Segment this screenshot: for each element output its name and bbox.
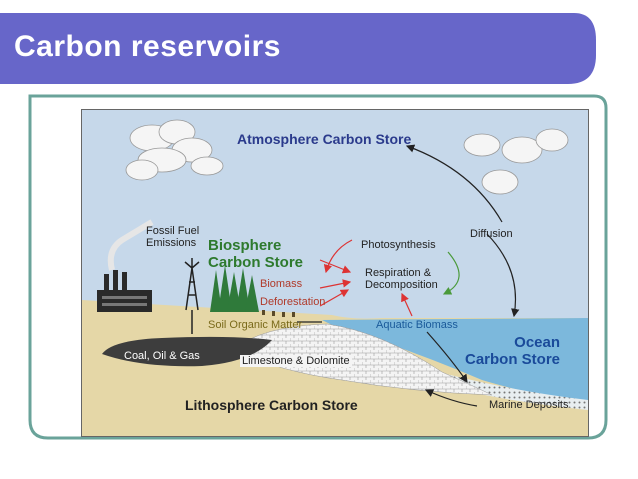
marine-sediment xyxy=(412,365,588,410)
biosphere-label: Biosphere Carbon Store xyxy=(208,237,304,271)
lithosphere-label: Lithosphere Carbon Store xyxy=(185,397,358,413)
forest-icon xyxy=(210,265,259,312)
carbon-diagram: Atmosphere Carbon Store Fossil Fuel Emis… xyxy=(81,109,589,437)
photosynthesis-arrow xyxy=(323,239,353,274)
oil-derrick-icon xyxy=(184,258,200,334)
respiration-label: Respiration & Decomposition xyxy=(365,267,438,292)
marine-arrow xyxy=(424,389,478,407)
ocean-label: Ocean Carbon Store xyxy=(465,334,561,368)
power-plant-icon xyxy=(97,270,152,312)
biomass-arrow xyxy=(319,259,352,274)
deforestation-arrow xyxy=(319,279,352,289)
ocean-photosynthesis-arrow xyxy=(442,251,460,295)
soil-label: Soil Organic Matter xyxy=(208,319,303,331)
diffusion-label: Diffusion xyxy=(470,228,513,240)
limestone-layer xyxy=(231,323,493,396)
limestone-label: Limestone & Dolomite xyxy=(240,355,352,368)
fossil-fuel-label: Fossil Fuel Emissions xyxy=(146,225,200,250)
biomass-label: Biomass xyxy=(260,278,303,290)
sedimentation-arrow xyxy=(426,331,468,383)
ocean xyxy=(322,318,588,406)
aquatic-arrow xyxy=(401,292,413,317)
header-bar xyxy=(0,13,596,84)
diffusion-down-arrow xyxy=(486,233,520,318)
coal-label: Coal, Oil & Gas xyxy=(124,350,200,362)
soil-arrow xyxy=(319,289,350,307)
coal-deposit xyxy=(102,336,272,367)
smoke xyxy=(107,219,154,271)
marine-label: Marine Deposits xyxy=(489,399,569,411)
cloud-icon xyxy=(125,119,569,195)
stumps xyxy=(262,310,295,317)
photosynthesis-label: Photosynthesis xyxy=(361,239,436,251)
slide-title: Carbon reservoirs xyxy=(14,30,281,63)
atmosphere-label: Atmosphere Carbon Store xyxy=(237,131,412,147)
deforestation-label: Deforestation xyxy=(260,296,326,308)
diffusion-up-arrow xyxy=(405,144,503,223)
aquatic-label: Aquatic Biomass xyxy=(376,319,458,331)
